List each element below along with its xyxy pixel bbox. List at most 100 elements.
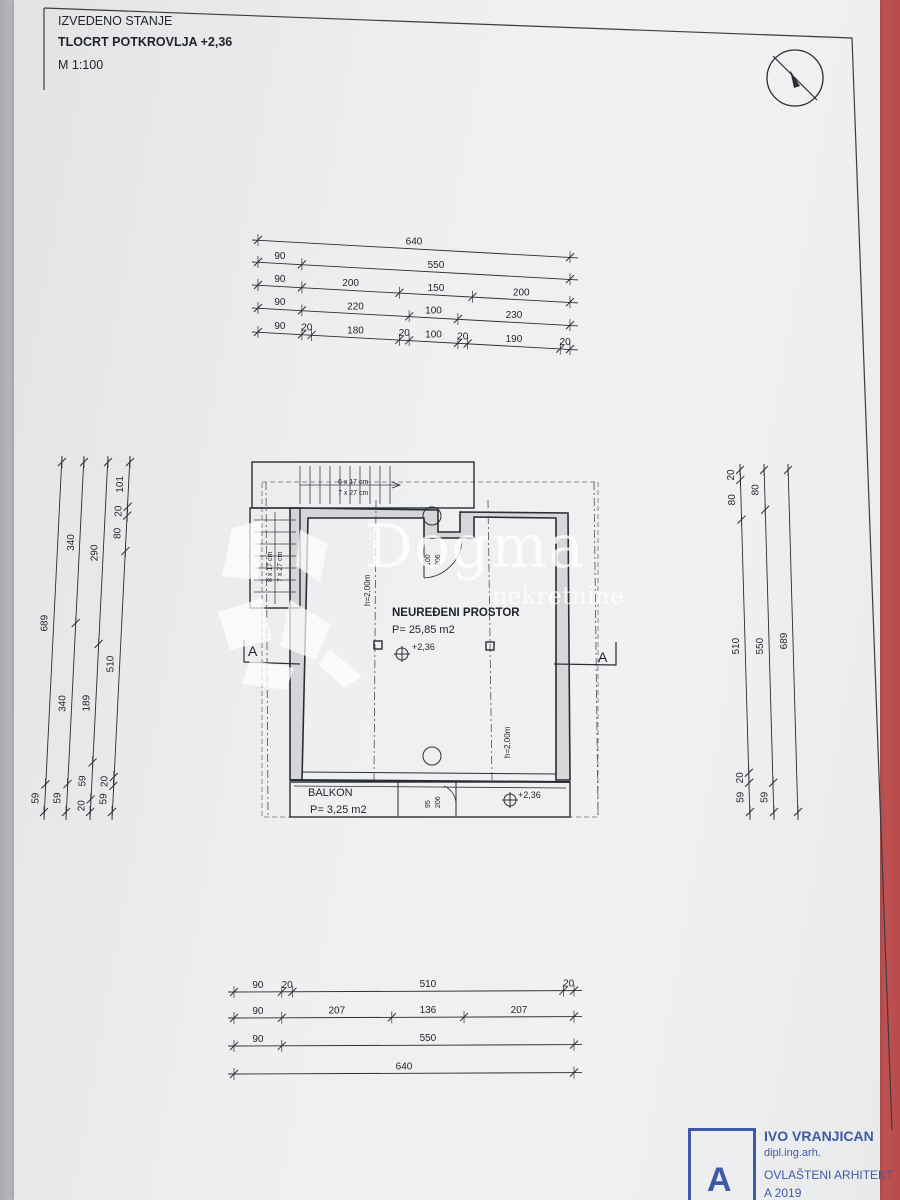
dim-label: 59 (736, 791, 747, 803)
dim-label: 80 (727, 494, 738, 506)
drawing-plan-title: TLOCRT POTKROVLJA +2,36 (58, 35, 233, 49)
stair-side-label-1: 8 x 17 cm (267, 551, 274, 582)
watermark-subtitle: nekretnine (492, 582, 625, 610)
sheet-frame (43, 7, 893, 1131)
dim-label: 20 (76, 800, 87, 812)
level-main-label: +2,36 (412, 642, 435, 652)
section-marker-left (243, 640, 301, 665)
dim-line (43, 455, 63, 821)
dim-label: 59 (760, 791, 771, 803)
stair-top-label-1: 6 x 17 cm (338, 479, 369, 486)
balcony-name-label: BALKON (308, 787, 353, 799)
section-label-right: A (598, 649, 608, 665)
door-swing-top (423, 538, 463, 579)
drawing-scale: M 1:100 (58, 58, 104, 72)
dim-label: 150 (428, 283, 445, 294)
dim-line (227, 1072, 583, 1075)
dim-label: 136 (420, 1005, 437, 1016)
dim-label: 290 (89, 544, 100, 561)
north-arrow-icon (766, 49, 824, 107)
dim-line (227, 990, 583, 993)
architect-role: OVLAŠTENI ARHITEKT (764, 1168, 894, 1182)
dim-label: 20 (726, 469, 737, 481)
balcony-rail (293, 785, 567, 789)
dim-label: 101 (115, 476, 126, 493)
dim-label: 689 (779, 632, 790, 649)
dim-label: 200 (513, 287, 530, 298)
architect-degree: dipl.ing.arh. (764, 1147, 821, 1159)
dim-label: 510 (420, 979, 437, 990)
watermark-brand: Dogma (365, 512, 586, 582)
dim-label: 189 (82, 694, 93, 711)
dim-label: 59 (99, 793, 110, 805)
dim-label: 20 (735, 772, 746, 784)
balcony-slab (289, 781, 571, 818)
level-marker-balcony-icon (502, 792, 518, 808)
dim-line (227, 1044, 583, 1047)
dim-label: 90 (252, 1034, 264, 1045)
dim-line (251, 284, 579, 304)
dim-label: 20 (563, 979, 575, 990)
door-swing-balcony (397, 782, 457, 816)
dim-line (251, 307, 579, 327)
stair-side-label-2: 7 x 27 cm (277, 551, 284, 582)
dim-label: 550 (755, 637, 766, 654)
architect-name: IVO VRANJICAN (764, 1128, 874, 1144)
dim-label: 220 (347, 301, 364, 312)
dim-label: 230 (506, 310, 523, 321)
dim-label: 689 (40, 614, 51, 631)
dim-label: 100 (425, 330, 442, 341)
south-wall-inner (301, 771, 557, 775)
dim-label: 550 (420, 1033, 437, 1044)
dim-label: 640 (396, 1061, 413, 1072)
section-marker-right (553, 642, 617, 666)
door-balcony-label-2: 206 (435, 796, 442, 808)
dim-label: 20 (457, 331, 469, 342)
dim-label: 207 (511, 1005, 528, 1016)
height-right-label: h=2,00m (503, 726, 512, 758)
dim-label: 59 (78, 775, 89, 787)
dim-label: 510 (731, 637, 742, 654)
dim-label: 640 (406, 237, 423, 248)
dim-label: 90 (274, 274, 286, 285)
drawing-sheet (14, 0, 880, 1200)
dim-label: 190 (506, 334, 523, 345)
dim-line (89, 455, 109, 821)
skylight-top (422, 506, 442, 526)
section-label-left: A (248, 643, 258, 659)
dim-label: 340 (66, 534, 77, 551)
height-left-label: h=2,00m (363, 574, 372, 606)
dim-label: 90 (252, 980, 264, 991)
dim-label: 20 (399, 328, 411, 339)
level-marker-icon (394, 646, 410, 662)
dim-label: 20 (282, 980, 294, 991)
dim-label: 20 (301, 323, 313, 334)
dim-label: 340 (58, 695, 69, 712)
dim-label: 550 (428, 260, 445, 271)
dim-label: 80 (112, 527, 123, 539)
dim-label: 20 (100, 775, 111, 787)
dim-label: 90 (274, 321, 286, 332)
watermark-logo (218, 520, 362, 690)
beam-lines (265, 481, 599, 817)
stamp-letter: A (707, 1161, 732, 1199)
dim-label: 510 (106, 655, 117, 672)
dim-line (65, 455, 85, 821)
dim-line (251, 239, 579, 259)
roof-outline (261, 481, 599, 818)
dim-label: 207 (328, 1006, 345, 1017)
dim-label: 59 (53, 792, 64, 804)
skylight-bottom (422, 746, 442, 766)
dim-label: 20 (560, 337, 572, 348)
level-balcony-label: +2,36 (518, 790, 541, 800)
door-balcony-label-1: 95 (425, 800, 432, 808)
dim-label: 80 (751, 484, 762, 496)
dim-label: 59 (31, 792, 42, 804)
architect-licence: A 2019 (764, 1186, 802, 1200)
dim-line (787, 463, 799, 821)
room-name-label: NEUREĐENI PROSTOR (392, 607, 520, 619)
